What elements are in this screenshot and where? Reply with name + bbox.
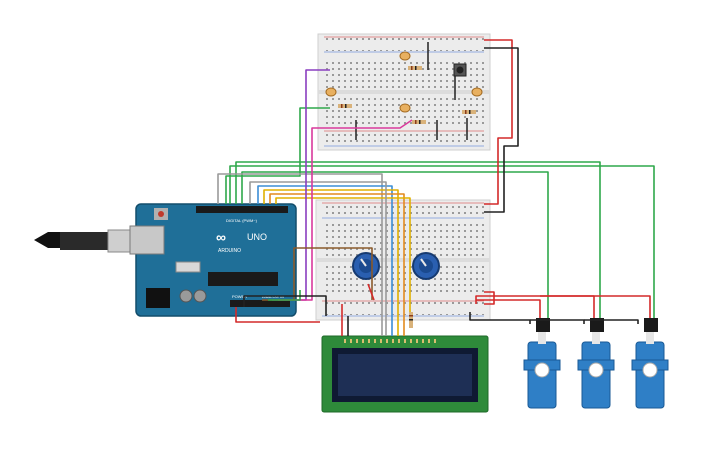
servo-3-connector <box>644 318 658 332</box>
wire-gray-1 <box>217 173 383 336</box>
pushbutton <box>453 63 467 77</box>
servo-2 <box>577 318 615 409</box>
wire-green-servo-3 <box>229 165 655 318</box>
breadboard-top <box>317 33 491 151</box>
wire-green-servo-1 <box>241 171 549 318</box>
wire-black-servo-3 <box>584 319 639 324</box>
wire-black-arduino <box>243 295 327 316</box>
servo-1 <box>523 318 561 409</box>
wire-green-sensor <box>225 107 330 204</box>
wire-red-arduino <box>235 307 320 323</box>
usb-port <box>129 225 165 255</box>
photoresistor-1 <box>399 51 411 61</box>
arduino-logo-infinity: ∞ <box>216 229 226 245</box>
wire-yellow-1 <box>263 189 399 336</box>
power-jack <box>146 288 170 308</box>
servo-3 <box>631 318 669 409</box>
wire-red-bb-link <box>484 39 513 205</box>
wire-black-servos <box>469 312 531 324</box>
servo-1-connector <box>536 318 550 332</box>
atmega-chip <box>208 272 278 286</box>
arduino-model-label: UNO <box>247 232 267 242</box>
lcd-module <box>321 335 489 413</box>
wire-orange <box>269 193 405 336</box>
resistor-top-3 <box>412 120 426 124</box>
digital-header-label: DIGITAL (PWM~) <box>226 218 258 223</box>
wire-yellow-2 <box>275 197 411 312</box>
photoresistor-2 <box>325 87 337 97</box>
resistor-top-4 <box>462 110 476 114</box>
digital-header <box>196 206 288 213</box>
arduino-brand-label: ARDUINO <box>218 248 241 254</box>
photoresistor-3 <box>399 103 411 113</box>
arduino-uno: ∞ ARDUINO UNO DIGITAL (PWM~) POWER ANALO… <box>129 203 297 317</box>
wire-red-servo-1 <box>476 299 541 318</box>
wire-green-analog <box>268 290 301 301</box>
resistor-top-2 <box>338 104 352 108</box>
lcd-screen <box>338 354 472 396</box>
power-header-label: POWER <box>232 294 247 299</box>
wires <box>217 39 655 336</box>
potentiometer-1[interactable] <box>352 252 380 280</box>
wire-red-pot <box>367 283 375 301</box>
wire-blue <box>257 185 393 336</box>
power-analog-header <box>230 300 290 307</box>
wire-gray-2 <box>249 181 387 336</box>
breadboard-bottom <box>315 199 491 321</box>
wire-green-servo-2 <box>235 161 601 318</box>
potentiometer-2[interactable] <box>412 252 440 280</box>
usb-cable <box>34 229 137 253</box>
crystal <box>175 261 201 273</box>
servo-2-connector <box>590 318 604 332</box>
wire-black-bb-link <box>484 47 519 213</box>
wire-red-bb2 <box>484 291 495 305</box>
resistor-lcd-backlight <box>409 312 413 328</box>
photoresistor-4 <box>471 87 483 97</box>
top-board-jumpers <box>330 42 468 140</box>
resistor-top-1 <box>408 66 422 70</box>
wire-red-servo-2 <box>540 295 595 318</box>
